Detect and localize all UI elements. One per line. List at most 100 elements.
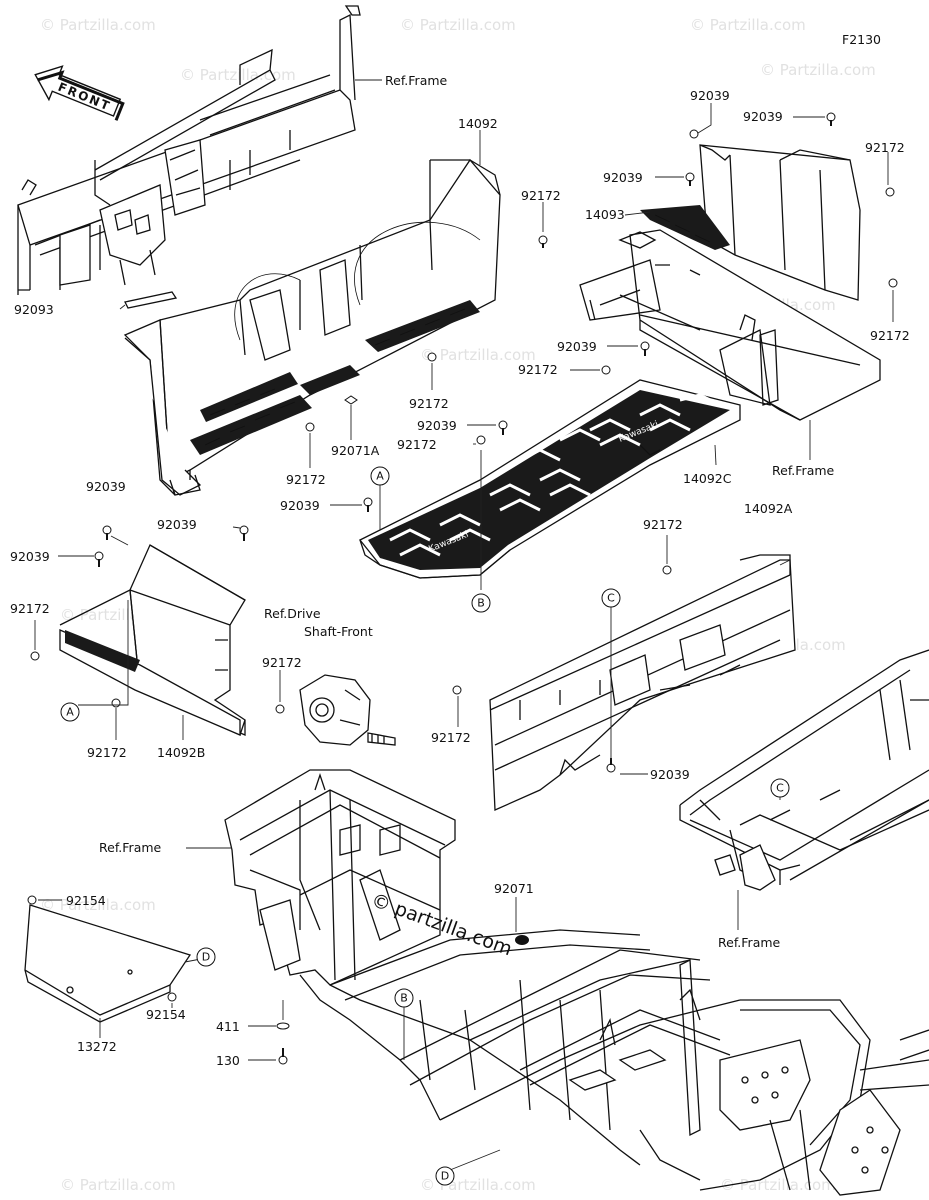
bolt-icon xyxy=(94,551,104,561)
label-92172-l3: 92172 xyxy=(262,655,302,670)
washer-icon xyxy=(276,1022,290,1030)
bolt-icon xyxy=(640,341,650,351)
label-92172-top2: 92172 xyxy=(870,328,910,343)
label-92172-b: 92172 xyxy=(409,396,449,411)
label-92172-r1: 92172 xyxy=(643,517,683,532)
label-92093: 92093 xyxy=(14,302,54,317)
front-frame-rack xyxy=(17,5,361,295)
label-14093: 14093 xyxy=(585,207,625,222)
callout-D2: D xyxy=(435,1166,455,1186)
label-ref-frame-right: Ref.Frame xyxy=(772,463,835,478)
part-labels: Ref.Frame 14092 92172 92093 92172 92071A… xyxy=(10,73,910,1068)
label-411: 411 xyxy=(216,1019,240,1034)
bolt-icon xyxy=(888,278,898,288)
watermark-text: © Partzilla.com xyxy=(720,1176,836,1194)
bolt-icon xyxy=(111,698,121,708)
label-92039-l1: 92039 xyxy=(86,479,126,494)
label-92071A: 92071A xyxy=(331,443,380,458)
label-ref-frame-top: Ref.Frame xyxy=(385,73,448,88)
bolt-icon xyxy=(452,685,462,695)
label-92172-l1: 92172 xyxy=(10,601,50,616)
label-92039-top1: 92039 xyxy=(690,88,730,103)
label-92039-mid3: 92039 xyxy=(280,498,320,513)
watermark-text: © Partzilla.com xyxy=(690,16,806,34)
label-14092A: 14092A xyxy=(744,501,793,516)
drive-shaft-front xyxy=(299,674,396,746)
callout-B2: B xyxy=(394,988,414,1008)
label-92172-l2: 92172 xyxy=(87,745,127,760)
callout-letter: A xyxy=(376,470,384,483)
watermark-text: © Partzilla.com xyxy=(420,346,536,364)
label-ref-frame-mid: Ref.Frame xyxy=(99,840,162,855)
watermark-text: © Partzilla.com xyxy=(400,16,516,34)
fastener-markers xyxy=(27,112,898,1065)
part-14093-panel xyxy=(640,144,861,301)
callout-A2: A xyxy=(60,702,80,722)
bolt-icon xyxy=(427,352,437,362)
label-130: 130 xyxy=(216,1053,240,1068)
watermark-text: © Partzilla.com xyxy=(40,896,156,914)
label-13272: 13272 xyxy=(77,1039,117,1054)
part-14092-panel xyxy=(123,158,501,496)
part-14092A-panel xyxy=(489,554,796,811)
bolt-icon xyxy=(275,704,285,714)
right-cargo-frame xyxy=(679,649,929,891)
label-92172-mid2: 92172 xyxy=(397,437,437,452)
bolt-icon xyxy=(476,435,486,445)
bolt-icon xyxy=(363,497,373,507)
label-92071: 92071 xyxy=(494,881,534,896)
callout-C1: C xyxy=(601,588,621,608)
label-92172-a: 92172 xyxy=(521,188,561,203)
grommet-icon xyxy=(515,935,529,945)
bolt-icon xyxy=(689,129,699,139)
watermark-text: © Partzilla.com xyxy=(40,16,156,34)
bolt-icon xyxy=(606,763,616,773)
bolt-icon xyxy=(498,420,508,430)
top-right-frame xyxy=(579,229,881,421)
callout-D1: D xyxy=(196,947,216,967)
label-92172-top: 92172 xyxy=(865,140,905,155)
callout-letter: B xyxy=(400,992,408,1005)
callout-A1: A xyxy=(370,466,390,486)
bolt-icon xyxy=(662,565,672,575)
watermark-text: © Partzilla.com xyxy=(180,66,296,84)
bolt-icon xyxy=(167,992,177,1002)
bolt-icon xyxy=(278,1055,288,1065)
part-92093-strip xyxy=(124,291,178,309)
callout-C2: C xyxy=(770,778,790,798)
callout-letter: D xyxy=(202,951,210,964)
bolt-icon xyxy=(538,235,548,245)
bolt-icon xyxy=(239,525,249,535)
label-92039-top2: 92039 xyxy=(743,109,783,124)
label-92039-l3: 92039 xyxy=(10,549,50,564)
label-14092C: 14092C xyxy=(683,471,732,486)
front-arrow: FRONT xyxy=(34,65,125,121)
label-92039-l2: 92039 xyxy=(157,517,197,532)
callout-letter: D xyxy=(441,1170,449,1183)
bolt-icon xyxy=(30,651,40,661)
callout-letter: A xyxy=(66,706,74,719)
label-92039-r: 92039 xyxy=(650,767,690,782)
watermark-text: © Partzilla.com xyxy=(760,61,876,79)
main-chassis-frame xyxy=(224,769,929,1196)
label-ref-drive-2: Shaft-Front xyxy=(304,624,373,639)
label-ref-frame-br: Ref.Frame xyxy=(718,935,781,950)
label-92039-mid: 92039 xyxy=(557,339,597,354)
bolt-icon xyxy=(601,365,611,375)
part-13272-skid-plate xyxy=(24,904,192,1023)
label-92172-r2: 92172 xyxy=(431,730,471,745)
part-14092B-panel xyxy=(59,544,246,736)
callout-letter: C xyxy=(607,592,615,605)
callout-B1: B xyxy=(471,593,491,613)
label-14092: 14092 xyxy=(458,116,498,131)
part-14092C-mat: Kawasaki Kawasaki xyxy=(358,379,741,579)
diagram-code: F2130 xyxy=(842,32,881,47)
label-ref-drive-1: Ref.Drive xyxy=(264,606,321,621)
label-92039-mid2: 92039 xyxy=(417,418,457,433)
watermark-text: © Partzilla.com xyxy=(60,1176,176,1194)
label-92172-c: 92172 xyxy=(286,472,326,487)
callout-letter: B xyxy=(477,597,485,610)
label-92154-a: 92154 xyxy=(66,893,106,908)
bolt-icon xyxy=(885,187,895,197)
